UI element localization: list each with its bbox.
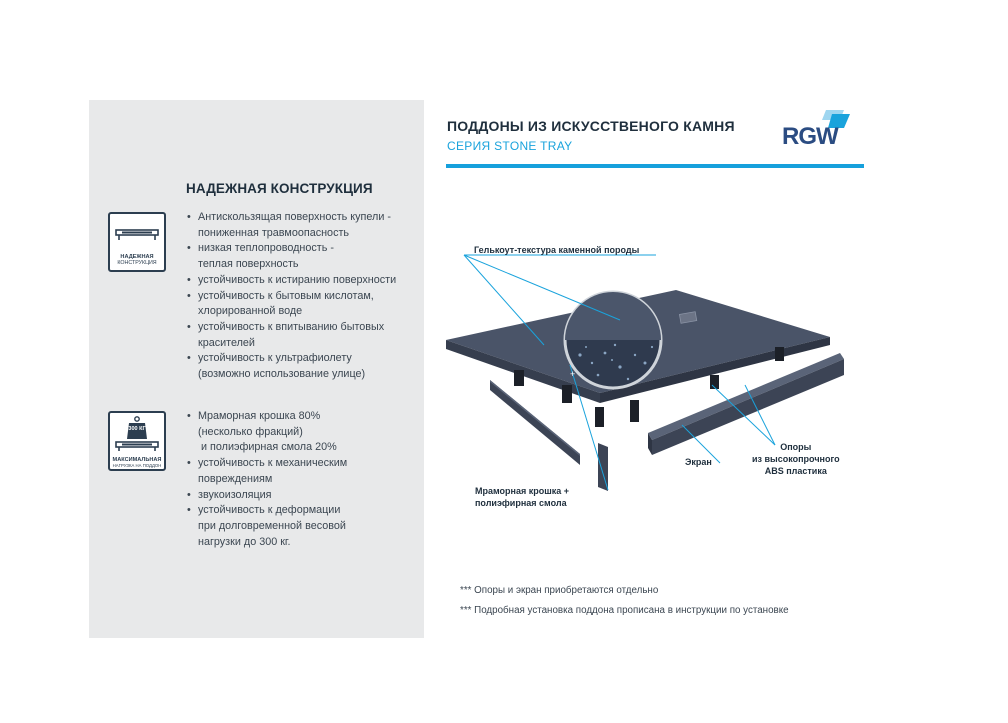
- list-item: повреждениям: [198, 472, 273, 485]
- callout-marble-line2: полиэфирная смола: [475, 498, 567, 508]
- callout-marble-line1: Мраморная крошка +: [475, 486, 569, 496]
- list-item: теплая поверхность: [198, 258, 299, 271]
- list-item: (возможно использование улице): [198, 368, 366, 381]
- list-item: хлорированной воде: [198, 305, 303, 318]
- list-item: устойчивость к ультрафиолету: [186, 351, 396, 367]
- list-item: нагрузки до 300 кг.: [198, 535, 291, 548]
- footnote-install: *** Подробная установка поддона прописан…: [460, 605, 789, 616]
- shower-tray-illustration: +: [446, 254, 844, 491]
- list-item: красителей: [198, 336, 255, 349]
- icon2-caption-line1: МАКСИМАЛЬНАЯ: [112, 457, 162, 463]
- callout-screen: Экран: [685, 457, 712, 467]
- rgw-logo: [822, 110, 850, 128]
- page-title: ПОДДОНЫ ИЗ ИСКУССТВЕНОГО КАМНЯ: [447, 118, 735, 134]
- features-list-construction: Антискользящая поверхность купели - пони…: [186, 210, 396, 383]
- list-item: звукоизоляция: [186, 488, 347, 504]
- icon1-caption-line2: КОНСТРУКЦИЯ: [117, 260, 157, 266]
- list-item: (несколько фракций): [198, 425, 303, 438]
- section-title: НАДЕЖНАЯ КОНСТРУКЦИЯ: [186, 181, 373, 196]
- list-item: Антискользящая поверхность купели -: [186, 210, 396, 226]
- callout-supports-line1: Опоры: [780, 442, 812, 452]
- weight-label: 300 КГ: [128, 426, 146, 432]
- page-subtitle: СЕРИЯ STONE TRAY: [447, 139, 573, 153]
- icon2-caption-line2: НАГРУЗКА НА ПОДДОН: [112, 463, 162, 468]
- footnote-supports: *** Опоры и экран приобретаются отдельно: [460, 585, 659, 596]
- callout-supports-line3: ABS пластика: [764, 466, 827, 476]
- callout-marble: Мраморная крошка + полиэфирная смола: [475, 485, 569, 509]
- icon1-caption-line1: НАДЕЖНАЯ: [120, 254, 154, 260]
- list-item: устойчивость к истиранию поверхности: [186, 273, 396, 289]
- list-item: низкая теплопроводность -: [186, 241, 396, 257]
- weight-icon: 300 КГ МАКСИМАЛЬНАЯ НАГРУЗКА НА ПОДДОН: [108, 411, 166, 471]
- list-item: устойчивость к бытовым кислотам,: [186, 289, 396, 305]
- features-list-material: Мраморная крошка 80% (несколько фракций)…: [186, 409, 347, 550]
- list-item: Мраморная крошка 80%: [186, 409, 347, 425]
- callout-supports: Опоры из высокопрочного ABS пластика: [752, 441, 840, 477]
- list-item: пониженная травмоопасность: [198, 226, 350, 239]
- list-item: устойчивость к механическим: [186, 456, 347, 472]
- list-item: устойчивость к впитыванию бытовых: [186, 320, 396, 336]
- header-divider: [446, 164, 864, 168]
- list-item: и полиэфирная смола 20%: [201, 441, 337, 454]
- features-panel: [89, 100, 424, 638]
- callout-supports-line2: из высокопрочного: [752, 454, 840, 464]
- callout-gelcoat: Гелькоут-текстура каменной породы: [474, 245, 640, 255]
- svg-text:+: +: [570, 369, 575, 379]
- tray-icon: НАДЕЖНАЯ КОНСТРУКЦИЯ: [108, 212, 166, 272]
- list-item: устойчивость к деформации: [186, 503, 347, 519]
- list-item: при долговременной весовой: [198, 519, 346, 532]
- logo-text: RGW: [782, 123, 839, 150]
